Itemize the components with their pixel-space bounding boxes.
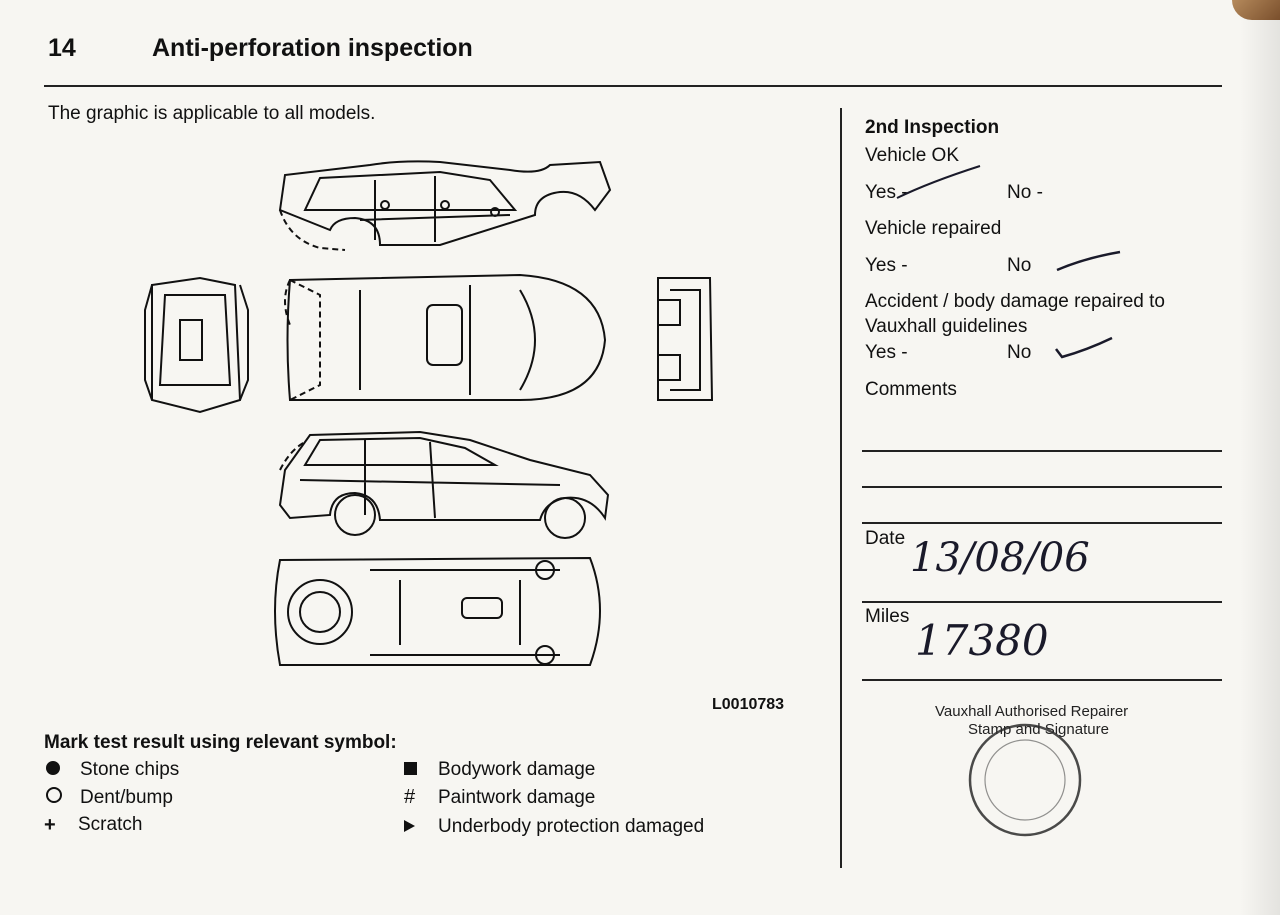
page-title: Anti-perforation inspection (152, 34, 473, 62)
car-rear-view (657, 277, 714, 401)
hash-icon: # (404, 786, 416, 808)
miles-line (862, 679, 1222, 681)
ring-icon (46, 787, 62, 803)
intro-text: The graphic is applicable to all models. (48, 103, 376, 124)
legend-label: Bodywork damage (438, 758, 596, 780)
car-side-view-upper (278, 160, 612, 251)
tick-vehicle-ok-yes (896, 165, 981, 199)
legend-title: Mark test result using relevant symbol: (44, 732, 397, 753)
tick-vehicle-repaired-no (1056, 250, 1121, 272)
comments-line (862, 450, 1222, 452)
vehicle-repaired-label: Vehicle repaired (865, 218, 1002, 239)
legend-label: Dent/bump (80, 786, 173, 808)
plus-icon: + (44, 814, 56, 836)
filled-circle-icon (46, 761, 60, 775)
vehicle-diagram (144, 160, 714, 666)
car-underside-view (274, 556, 601, 666)
date-line (862, 601, 1222, 603)
legend-stone-chips: Stone chips (46, 758, 179, 781)
miles-handwritten: 17380 (915, 616, 1049, 665)
figure-code: L0010783 (712, 696, 785, 713)
filled-square-icon (404, 762, 417, 775)
inspection-heading: 2nd Inspection (865, 117, 1000, 138)
page-edge-shadow (1240, 0, 1280, 915)
accident-label-line1: Accident / body damage repaired to (865, 291, 1165, 312)
title-rule (44, 85, 1222, 87)
page-number: 14 (48, 34, 76, 62)
page-corner (1232, 0, 1280, 20)
comments-label: Comments (865, 379, 957, 400)
tick-accident-no (1055, 336, 1113, 359)
legend-label: Scratch (78, 814, 143, 835)
legend-scratch: + Scratch (44, 814, 142, 836)
legend-label: Underbody protection damaged (438, 815, 705, 837)
triangle-icon (404, 820, 415, 832)
date-handwritten: 13/08/06 (910, 535, 1090, 581)
accident-label-line2: Vauxhall guidelines (865, 316, 1028, 337)
column-divider (840, 108, 842, 868)
car-side-view (278, 430, 610, 539)
comments-line (862, 486, 1222, 488)
legend-dent: Dent/bump (46, 786, 173, 809)
vehicle-ok-label: Vehicle OK (865, 145, 959, 166)
comments-line (862, 522, 1222, 524)
legend-label: Stone chips (80, 758, 180, 780)
stamp-line2: Stamp and Signature (968, 721, 1109, 738)
date-label: Date (865, 528, 906, 549)
legend-underbody: Underbody protection damaged (404, 815, 704, 838)
miles-label: Miles (865, 606, 910, 627)
car-front-view (144, 276, 249, 414)
legend-label: Paintwork damage (438, 786, 596, 808)
accident-yes: Yes - (865, 342, 908, 363)
car-top-view (284, 273, 607, 401)
dealer-stamp-seal (968, 723, 1082, 837)
vehicle-ok-no: No - (1007, 182, 1043, 203)
vehicle-repaired-no: No (1007, 255, 1032, 276)
vehicle-repaired-yes: Yes - (865, 255, 908, 276)
legend-paintwork: # Paintwork damage (404, 786, 595, 809)
legend-bodywork: Bodywork damage (404, 758, 595, 781)
stamp-line1: Vauxhall Authorised Repairer (935, 703, 1129, 720)
accident-no: No (1007, 342, 1032, 363)
